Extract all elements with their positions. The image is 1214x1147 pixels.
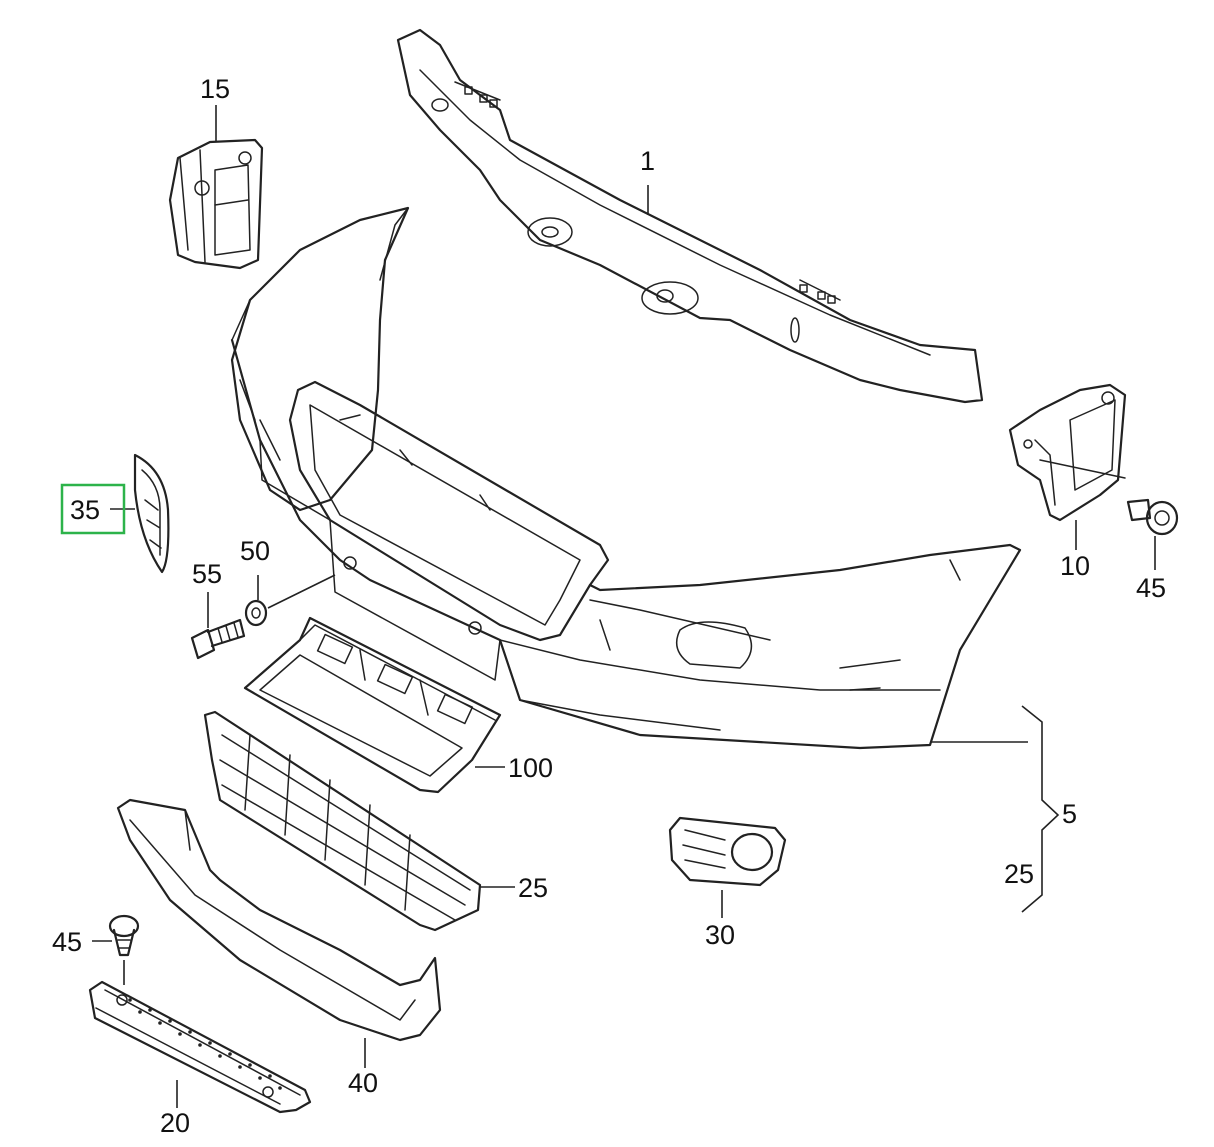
part-30-foglight-grille — [668, 816, 787, 887]
callout-45-right[interactable]: 45 — [1136, 573, 1166, 603]
part-15-bracket — [168, 138, 264, 270]
callout-labels: 1 15 35 55 50 10 45 100 5 25 25 30 45 40… — [52, 74, 1166, 1138]
callout-20[interactable]: 20 — [160, 1108, 190, 1138]
part-25-lower-grille — [203, 710, 482, 932]
callout-10[interactable]: 10 — [1060, 551, 1090, 581]
callout-55[interactable]: 55 — [192, 559, 222, 589]
part-45-clip-right — [1126, 498, 1179, 536]
grille-carrier — [288, 380, 610, 681]
callout-100[interactable]: 100 — [508, 753, 553, 783]
callout-40[interactable]: 40 — [348, 1068, 378, 1098]
callout-45-left[interactable]: 45 — [52, 927, 82, 957]
callout-25-right[interactable]: 25 — [1004, 859, 1034, 889]
callout-35[interactable]: 35 — [70, 495, 100, 525]
part-1-impact-bar — [396, 28, 984, 404]
part-45-clip-left — [108, 914, 140, 957]
part-35-grille-insert — [133, 453, 170, 574]
callout-25-grille[interactable]: 25 — [518, 873, 548, 903]
callout-50[interactable]: 50 — [240, 536, 270, 566]
part-100-plate-holder — [243, 616, 502, 794]
callout-15[interactable]: 15 — [200, 74, 230, 104]
callout-30[interactable]: 30 — [705, 920, 735, 950]
leader-lines — [92, 105, 1156, 1108]
part-50-washer — [244, 599, 268, 627]
part-20-perforated-cover — [88, 980, 312, 1114]
part-5-bumper-cover — [230, 206, 1022, 750]
part-40-spoiler — [116, 798, 442, 1042]
callout-1[interactable]: 1 — [640, 146, 655, 176]
part-55-bolt — [190, 618, 246, 660]
part-10-bracket — [1008, 383, 1127, 522]
callout-5[interactable]: 5 — [1062, 799, 1077, 829]
highlight-box — [60, 483, 126, 535]
